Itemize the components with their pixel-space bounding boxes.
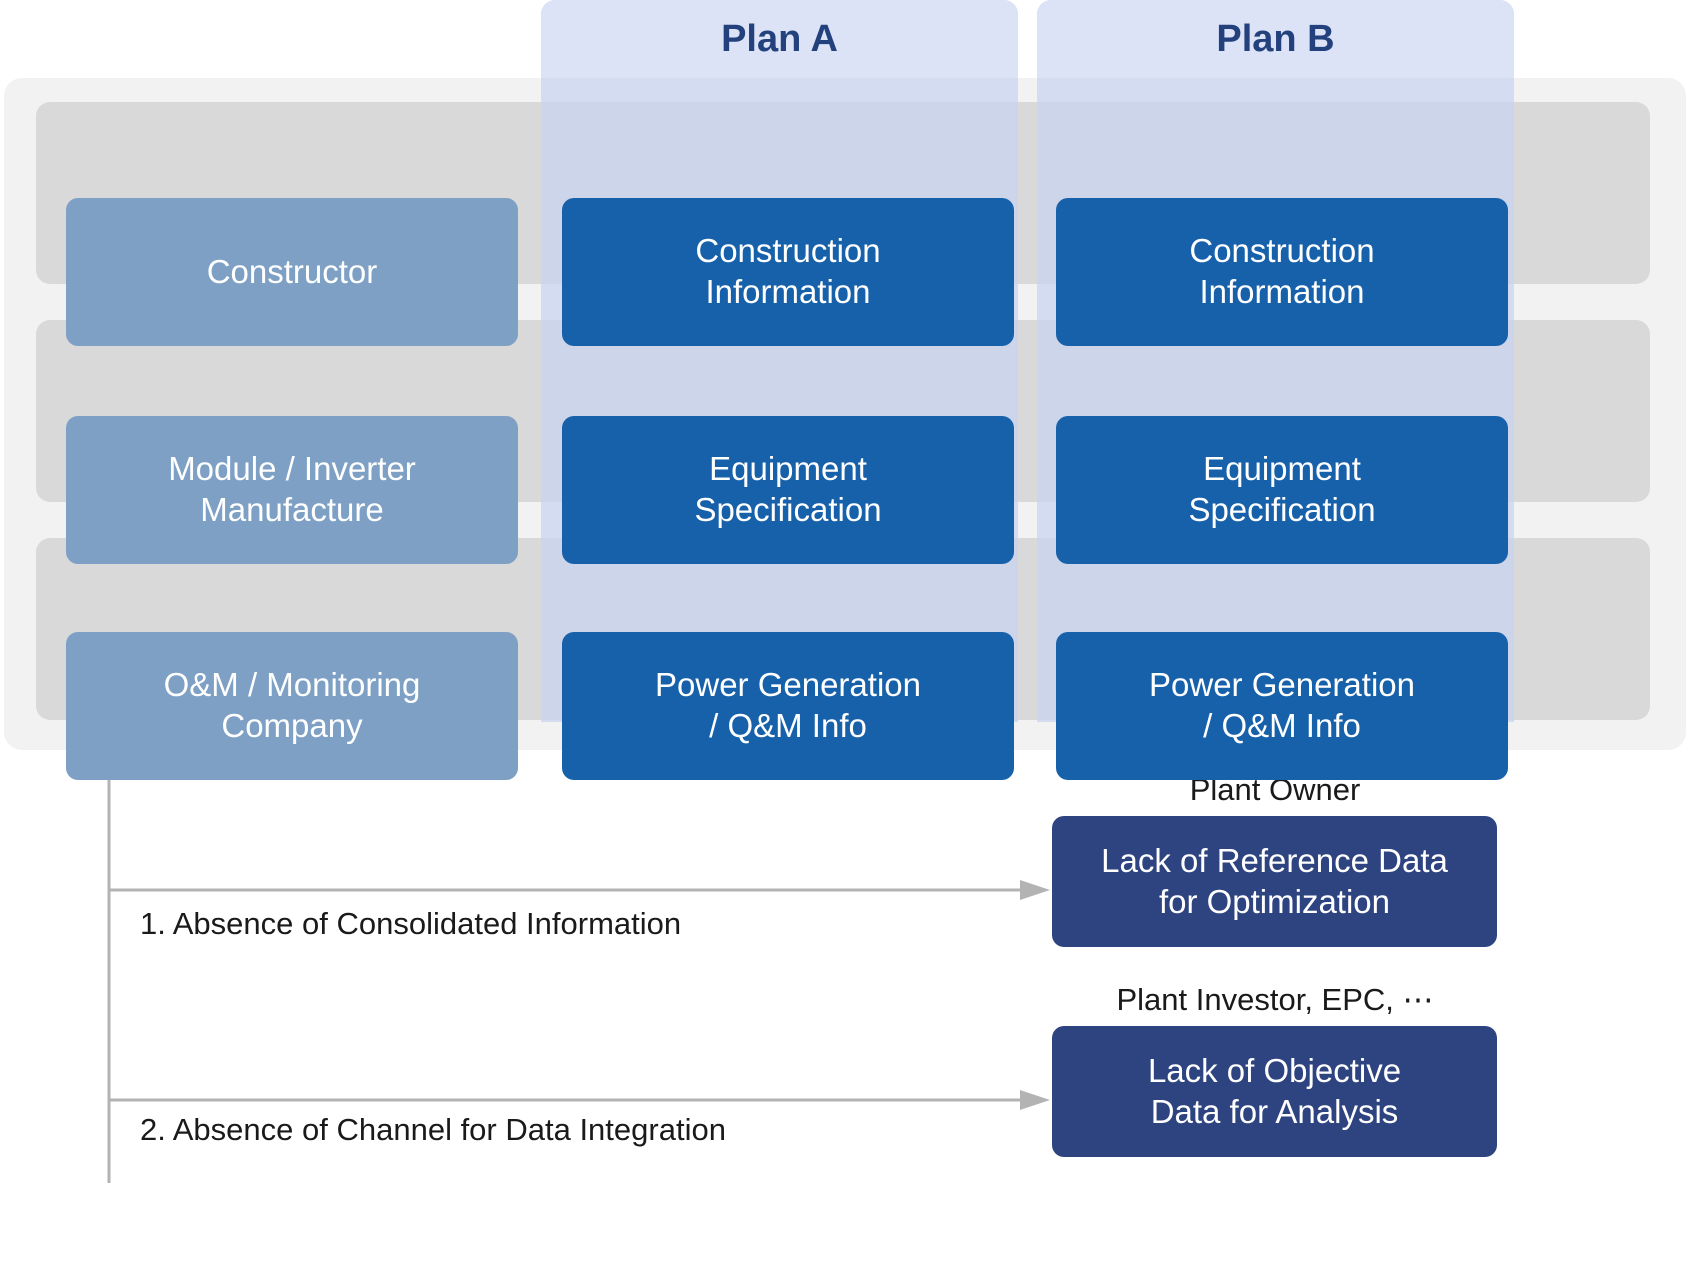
plan-b-cell-power-generation: Power Generation / Q&M Info bbox=[1056, 632, 1508, 780]
annotation-absence-channel-data-integration: 2. Absence of Channel for Data Integrati… bbox=[140, 1112, 726, 1147]
annotation-absence-consolidated-information: 1. Absence of Consolidated Information bbox=[140, 906, 682, 941]
plan-b-cell-equipment-specification: Equipment Specification bbox=[1056, 416, 1508, 564]
outcome-label-plant-investor-epc: Plant Investor, EPC, ⋯ bbox=[1116, 982, 1434, 1017]
matrix-panel: Constructor Module / Inverter Manufactur… bbox=[4, 78, 1686, 780]
role-cell-manufacture: Module / Inverter Manufacture bbox=[66, 416, 518, 564]
plan-b-header[interactable]: Plan B bbox=[1037, 0, 1514, 78]
plan-a-cell-construction-information: Construction Information bbox=[562, 198, 1014, 346]
plan-a-header[interactable]: Plan A bbox=[541, 0, 1018, 78]
role-cell-constructor: Constructor bbox=[66, 198, 518, 346]
plan-b-cell-construction-information: Construction Information bbox=[1056, 198, 1508, 346]
plan-a-cell-power-generation: Power Generation / Q&M Info bbox=[562, 632, 1014, 780]
outcome-box-lack-of-reference-data: Lack of Reference Data for Optimization bbox=[1052, 816, 1497, 947]
role-cell-monitoring: O&M / Monitoring Company bbox=[66, 632, 518, 780]
outcome-box-lack-of-objective-data: Lack of Objective Data for Analysis bbox=[1052, 1026, 1497, 1157]
plan-a-cell-equipment-specification: Equipment Specification bbox=[562, 416, 1014, 564]
connector-lines bbox=[107, 756, 1050, 1183]
